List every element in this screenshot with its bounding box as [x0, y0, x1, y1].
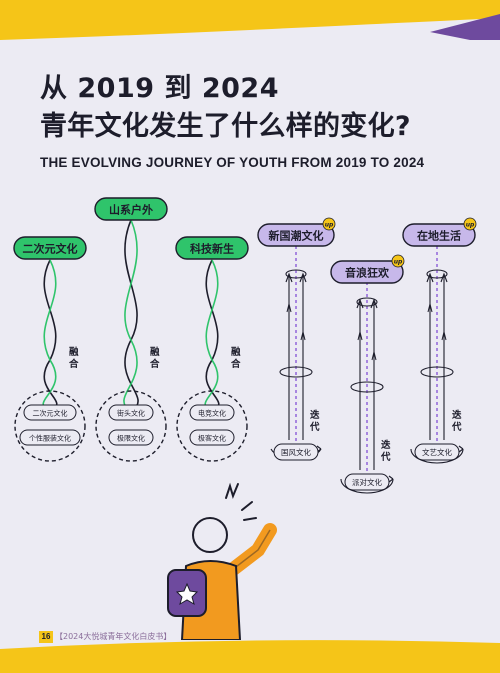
mini-pill-2b: 极限文化 [108, 429, 154, 446]
fusion-circle-2 [95, 390, 167, 462]
spark-lines [241, 501, 257, 521]
pill-outdoor: 山系户外 [94, 197, 168, 221]
pill-outdoor-label: 山系户外 [109, 203, 153, 217]
up-badge-2 [391, 254, 405, 268]
raised-arm [225, 523, 277, 577]
spark-zigzag [225, 482, 239, 499]
pill-rave-label: 音浪狂欢 [345, 266, 390, 280]
pill-local-life-label: 在地生活 [417, 229, 461, 243]
pill-rave: 音浪狂欢 up [330, 254, 405, 284]
pill-tech: 科技新生 [175, 236, 249, 260]
iterate-column-2 [340, 276, 394, 494]
mini-pill-3a: 电竞文化 [189, 404, 235, 421]
fuse-label-3: 融合 [231, 346, 241, 370]
pill-acg: 二次元文化 [13, 236, 87, 260]
fusion-circle-3 [176, 390, 248, 462]
iterate-column-3 [410, 246, 464, 464]
mini-pill-3a-label: 电竞文化 [198, 409, 226, 418]
subtitle: THE EVOLVING JOURNEY OF YOUTH FROM 2019 … [40, 155, 425, 170]
mini-pill-2a-label: 街头文化 [117, 409, 145, 418]
mini-pill-2a: 街头文化 [108, 404, 154, 421]
mini-pill-1a-label: 二次元文化 [33, 409, 68, 418]
svg-text:up: up [325, 222, 334, 229]
pill-guochao-label: 新国潮文化 [269, 229, 324, 243]
top-yellow-band [0, 0, 500, 40]
svg-text:up: up [394, 259, 403, 266]
svg-text:up: up [466, 222, 475, 229]
fusion-strand-3 [204, 259, 220, 411]
page-number: 16 [39, 631, 53, 643]
fusion-strand-2 [123, 219, 139, 411]
base-pill-3-label: 文艺文化 [422, 447, 452, 457]
culture-evolution-diagram: 二次元文化 山系户外 科技新生 融合 融合 融合 二次元文化 个性服装文化 街头… [13, 197, 477, 494]
base-pill-3: 文艺文化 [414, 443, 460, 461]
pill-guochao: 新国潮文化 up [257, 217, 336, 247]
mini-pill-1a: 二次元文化 [23, 404, 77, 421]
star-icon [175, 582, 199, 606]
youth-character-illustration [167, 482, 277, 640]
pill-acg-label: 二次元文化 [23, 242, 78, 256]
mini-pill-3b-label: 极客文化 [198, 434, 226, 443]
mini-pill-1b-label: 个性服装文化 [29, 434, 71, 443]
bottom-yellow-band [0, 640, 500, 673]
base-pill-1: 国风文化 [273, 443, 319, 461]
pill-tech-label: 科技新生 [190, 242, 234, 256]
base-pill-2: 派对文化 [344, 473, 390, 491]
head [192, 517, 228, 553]
mini-pill-2b-label: 极限文化 [117, 434, 145, 443]
fusion-strand-1 [42, 259, 58, 411]
title-line-1: 从 2019 到 2024 [40, 73, 279, 104]
iterate-label-3: 迭代 [451, 409, 462, 433]
fusion-circle-1 [14, 390, 86, 462]
fuse-label-2: 融合 [150, 346, 160, 370]
base-pill-2-label: 派对文化 [352, 477, 382, 487]
base-pill-1-label: 国风文化 [281, 447, 311, 457]
book-title: 【2024大悦城青年文化白皮书】 [55, 632, 172, 641]
fuse-label-1: 融合 [69, 346, 79, 370]
title-line-2: 青年文化发生了什么样的变化? [40, 111, 411, 142]
mini-pill-1b: 个性服装文化 [19, 429, 81, 446]
mini-pill-3b: 极客文化 [189, 429, 235, 446]
iterate-label-2: 迭代 [380, 439, 391, 463]
iterate-label-1: 迭代 [309, 409, 320, 433]
pill-local-life: 在地生活 up [402, 217, 477, 247]
up-badge-3 [463, 217, 477, 231]
up-badge-1 [322, 217, 336, 231]
